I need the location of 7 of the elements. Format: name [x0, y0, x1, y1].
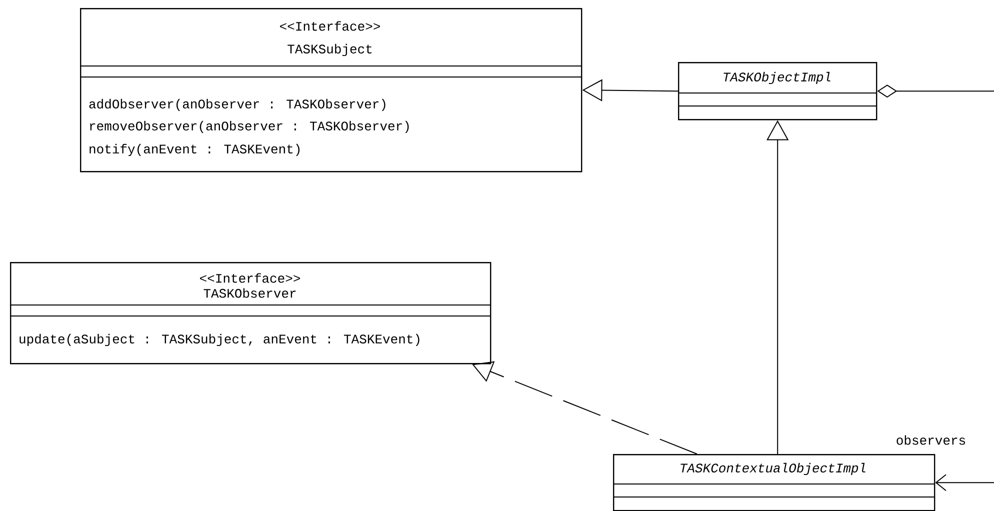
class-box: <<Interface>> TASKSubject addObserver(anObserver : TASKObserver) removeObserver(anObserver : TASKObserver) notify(anEvent : TASKEvent) [80, 8, 582, 172]
realization-arrow [472, 361, 698, 454]
class-box: TASKContextualObjectImpl [612, 454, 936, 511]
class-box: TASKObjectImpl [678, 62, 878, 120]
edge-label: observers [894, 434, 968, 446]
association-arrow [935, 474, 994, 492]
class-box: <<Interface>> TASKObserver update(aSubject : TASKSubject, anEvent : TASKEvent) [10, 262, 492, 364]
